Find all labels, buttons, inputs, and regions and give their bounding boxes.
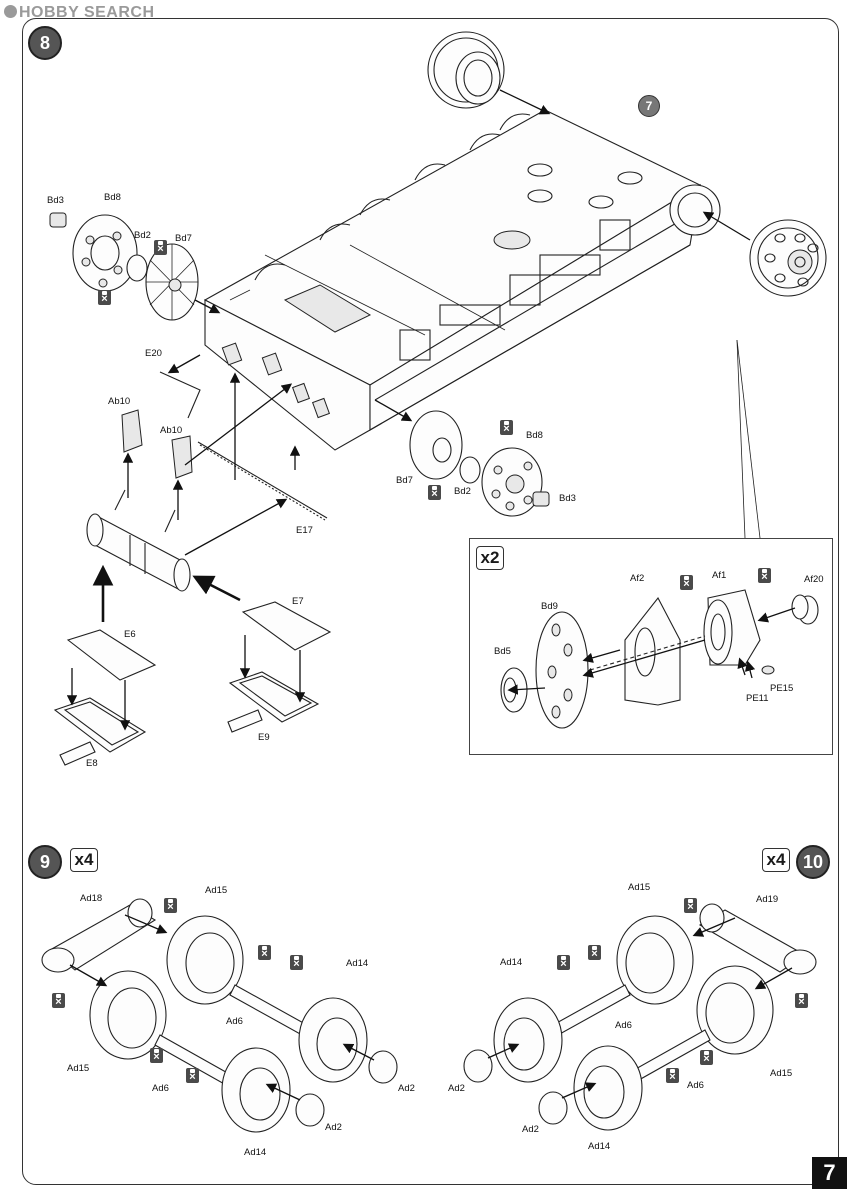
part-label-ad18: Ad18 <box>80 893 103 904</box>
cement-glue-icon <box>98 290 111 305</box>
part-label-pe15: PE15 <box>770 683 794 694</box>
part-label-bd3: Bd3 <box>47 195 64 206</box>
road-wheel-assembly-step9 <box>41 898 398 1133</box>
part-label-ad15: Ad15 <box>628 882 651 893</box>
watermark-text: HOBBY SEARCH <box>19 4 155 21</box>
part-label-bd2: Bd2 <box>134 230 151 241</box>
cement-glue-icon <box>428 485 441 500</box>
part-label-bd3: Bd3 <box>559 493 576 504</box>
part-label-af1: Af1 <box>712 570 727 581</box>
idler-wheel-right <box>409 410 550 517</box>
idler-wheel-left <box>49 212 199 321</box>
part-label-bd7: Bd7 <box>175 233 192 244</box>
part-label-ad2: Ad2 <box>398 1083 415 1094</box>
watermark: HOBBY SEARCH <box>4 4 155 22</box>
hobby-search-logo-icon <box>4 5 17 18</box>
part-label-ab10: Ab10 <box>160 425 183 436</box>
cement-glue-icon <box>680 575 693 590</box>
part-label-ad6: Ad6 <box>226 1016 243 1027</box>
cement-glue-icon <box>290 955 303 970</box>
part-label-e20: E20 <box>145 348 162 359</box>
part-label-ad14: Ad14 <box>500 957 523 968</box>
part-label-af20: Af20 <box>804 574 824 585</box>
sprocket-wheel-top <box>427 31 505 109</box>
step-number-8: 8 <box>28 26 62 60</box>
step-number-9: 9 <box>28 845 62 879</box>
part-label-e9: E9 <box>258 732 270 743</box>
part-label-ad19: Ad19 <box>756 894 779 905</box>
part-label-ad2: Ad2 <box>522 1124 539 1135</box>
cement-glue-icon <box>500 420 513 435</box>
page-frame <box>22 18 839 1185</box>
part-label-bd9: Bd9 <box>541 601 558 612</box>
part-label-e7: E7 <box>292 596 304 607</box>
part-label-ad14: Ad14 <box>346 958 369 969</box>
part-label-bd2: Bd2 <box>454 486 471 497</box>
page-number: 7 <box>812 1157 847 1189</box>
cement-glue-icon <box>154 240 167 255</box>
part-label-ad14: Ad14 <box>244 1147 267 1158</box>
sprocket-wheel-right <box>749 219 827 297</box>
cement-glue-icon <box>258 945 271 960</box>
cement-glue-icon <box>700 1050 713 1065</box>
reference-step-number: 7 <box>638 95 660 117</box>
part-label-ad6: Ad6 <box>687 1080 704 1091</box>
exhaust-assembly <box>53 371 332 766</box>
inset-quantity: x2 <box>476 546 504 570</box>
cement-glue-icon <box>588 945 601 960</box>
part-label-e17: E17 <box>296 525 313 536</box>
step9-quantity: x4 <box>70 848 98 872</box>
hull-assembly <box>203 109 721 451</box>
cement-glue-icon <box>186 1068 199 1083</box>
part-label-ad15: Ad15 <box>770 1068 793 1079</box>
cement-glue-icon <box>666 1068 679 1083</box>
part-label-ab10: Ab10 <box>108 396 131 407</box>
part-label-e6: E6 <box>124 629 136 640</box>
part-label-pe11: PE11 <box>746 693 769 704</box>
cement-glue-icon <box>684 898 697 913</box>
part-label-e8: E8 <box>86 758 98 769</box>
cement-glue-icon <box>795 993 808 1008</box>
part-label-ad6: Ad6 <box>615 1020 632 1031</box>
cement-glue-icon <box>164 898 177 913</box>
part-label-af2: Af2 <box>630 573 645 584</box>
road-wheel-assembly-step10 <box>463 903 817 1131</box>
part-label-ad6: Ad6 <box>152 1083 169 1094</box>
inset-sprocket-assembly <box>500 589 819 729</box>
inset-box <box>469 538 833 755</box>
part-label-ad15: Ad15 <box>67 1063 90 1074</box>
part-label-ad15: Ad15 <box>205 885 228 896</box>
part-label-bd5: Bd5 <box>494 646 511 657</box>
part-label-bd8: Bd8 <box>104 192 121 203</box>
part-label-bd8: Bd8 <box>526 430 543 441</box>
cement-glue-icon <box>52 993 65 1008</box>
step10-quantity: x4 <box>762 848 790 872</box>
part-label-ad2: Ad2 <box>325 1122 342 1133</box>
part-label-ad2: Ad2 <box>448 1083 465 1094</box>
part-label-ad14: Ad14 <box>588 1141 611 1152</box>
part-label-bd7: Bd7 <box>396 475 413 486</box>
cement-glue-icon <box>758 568 771 583</box>
cement-glue-icon <box>557 955 570 970</box>
step-number-10: 10 <box>796 845 830 879</box>
cement-glue-icon <box>150 1048 163 1063</box>
